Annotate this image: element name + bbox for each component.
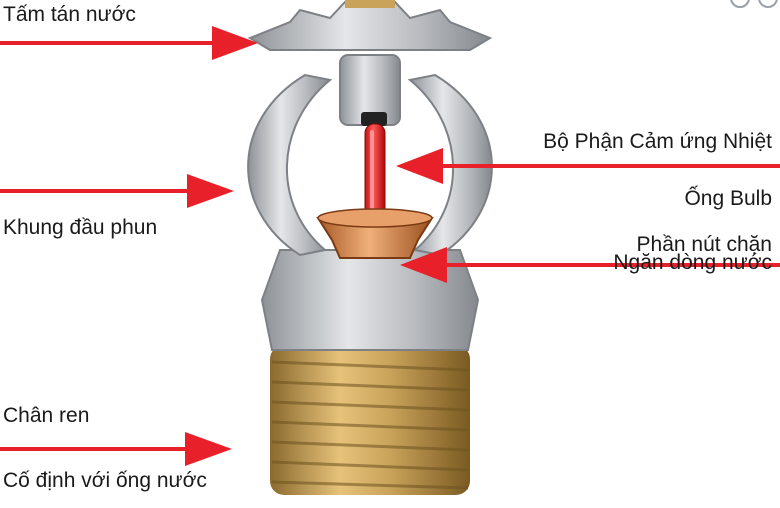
glass-bulb [361, 112, 387, 237]
label-bulb: Ống Bulb [684, 187, 772, 210]
label-thread: Chân ren [3, 404, 90, 427]
arrow-sensor [396, 148, 780, 184]
thread-base [270, 345, 470, 495]
arrow-plug [400, 247, 780, 283]
label-frame: Khung đầu phun [3, 216, 158, 239]
label-deflector: Tấm tán nước [3, 3, 136, 26]
frame-body [247, 54, 493, 351]
plug-cap [316, 208, 434, 259]
arrow-thread [0, 432, 232, 466]
label-plug-line2: Ngăn dòng nước [613, 251, 772, 274]
label-thread-desc: Cố định với ống nước [3, 469, 207, 492]
arrows [0, 26, 780, 466]
label-sensor: Bộ Phận Cảm ứng Nhiệt [543, 130, 772, 153]
label-plug-line1: Phần nút chặn [636, 233, 772, 256]
corner-icon [730, 0, 778, 8]
arrow-frame [0, 174, 234, 208]
deflector-plate [247, 0, 493, 51]
arrow-deflector [0, 26, 258, 60]
